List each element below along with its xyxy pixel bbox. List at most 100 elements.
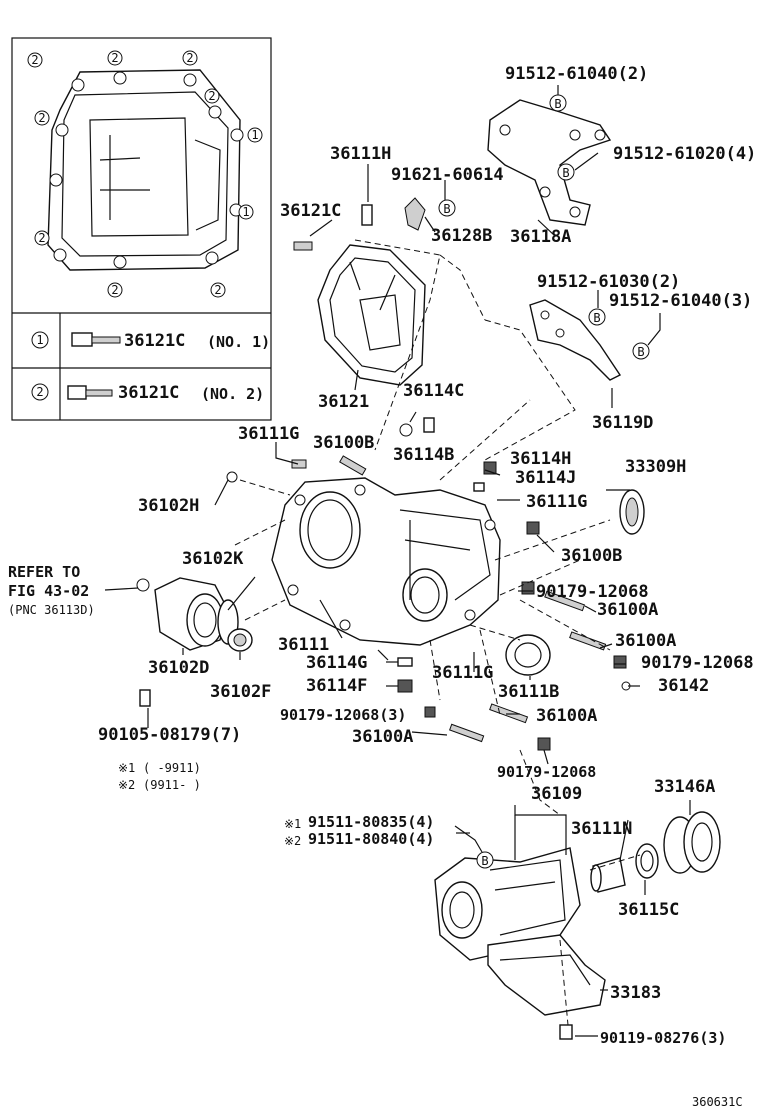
svg-text:※2: ※2 [284, 834, 301, 848]
cover-plate-drawing [47, 69, 244, 271]
callout-91512-61040-3: 91512-61040(3) [609, 291, 752, 311]
callout-33183: 33183 [610, 983, 661, 1003]
callout-91512-61020-4: 91512-61020(4) [613, 144, 756, 164]
callout-90179-12068-a: 90179-12068 [536, 582, 649, 602]
callout-36102K: 36102K [182, 549, 244, 569]
callout-36102F: 36102F [210, 682, 271, 702]
svg-text:36121C: 36121C [124, 331, 185, 351]
callout-33309H: 33309H [625, 457, 686, 477]
callout-36121: 36121 [318, 392, 369, 412]
extension-housing-36102D [136, 577, 253, 652]
callout-labels: 91512-61040(2) 91512-61020(4) 36111H 916… [98, 64, 756, 1047]
transfer-case-36111 [271, 477, 501, 646]
refer-note: REFER TO FIG 43-02 (PNC 36113D) [8, 563, 95, 617]
adaptor-36109 [434, 847, 606, 1016]
callout-36102H: 36102H [138, 496, 199, 516]
callout-36100A-a: 36100A [597, 600, 658, 620]
callout-36102D: 36102D [148, 658, 209, 678]
callout-36119D: 36119D [592, 413, 653, 433]
svg-text:B: B [481, 854, 488, 868]
sleeve-33146A [663, 811, 721, 874]
svg-text:1: 1 [36, 333, 43, 347]
svg-text:REFER TO: REFER TO [8, 563, 80, 581]
callout-36100B-top: 36100B [313, 433, 374, 453]
dashed-alignment-lines [234, 239, 641, 1026]
callout-91512-61030-2: 91512-61030(2) [537, 272, 680, 292]
date-notes: ※1 ( -9911) ※2 (9911- ) ※1 ※2 [118, 761, 301, 848]
leader-lines [104, 85, 691, 1037]
svg-text:2: 2 [31, 53, 38, 67]
svg-text:1: 1 [251, 128, 258, 142]
bracket-36119D [529, 299, 622, 381]
callout-36114J: 36114J [515, 468, 576, 488]
callout-36114C: 36114C [403, 381, 464, 401]
svg-text:2: 2 [111, 283, 118, 297]
legend-panel: 2 2 2 2 1 1 2 2 2 2 1 36121C (NO. 1) 2 3… [11, 37, 272, 421]
legend-row-1: 1 36121C (NO. 1) [31, 331, 270, 351]
svg-text:(NO. 1): (NO. 1) [207, 333, 270, 351]
callout-36128B: 36128B [431, 226, 492, 246]
callout-36142: 36142 [658, 676, 709, 696]
callout-91621-60614: 91621-60614 [391, 165, 504, 185]
svg-text:B: B [637, 345, 644, 359]
svg-text:B: B [562, 166, 569, 180]
callout-36111N: 36111N [571, 819, 632, 839]
callout-36115C: 36115C [618, 900, 679, 920]
svg-text:( -9911): ( -9911) [143, 761, 201, 775]
legend-row-2: 2 36121C (NO. 2) [31, 383, 264, 403]
small-hardware [139, 417, 631, 1040]
svg-text:B: B [554, 97, 561, 111]
svg-text:2: 2 [36, 385, 43, 399]
callout-90179-12068-3: 90179-12068(3) [280, 706, 406, 724]
callout-90119-08276-3: 90119-08276(3) [600, 1029, 726, 1047]
bearing-36115C [635, 843, 659, 879]
callout-36118A: 36118A [510, 227, 571, 247]
callout-90179-12068-c: 90179-12068 [497, 763, 596, 781]
svg-text:※1: ※1 [118, 761, 135, 775]
svg-text:(9911- ): (9911- ) [143, 778, 201, 792]
callout-36114B: 36114B [393, 445, 454, 465]
callout-36100A-b: 36100A [615, 631, 676, 651]
svg-text:2: 2 [38, 231, 45, 245]
callout-36100A-d: 36100A [352, 727, 413, 747]
rear-cover-36121 [293, 204, 426, 386]
svg-text:2: 2 [38, 111, 45, 125]
callout-36114H: 36114H [510, 449, 571, 469]
callout-33146A: 33146A [654, 777, 715, 797]
callout-36111G-top: 36111G [238, 424, 299, 444]
seal-33309H [619, 489, 645, 535]
svg-text:B: B [593, 311, 600, 325]
callout-36111G-bottom: 36111G [432, 663, 493, 683]
callout-90105-08179-7: 90105-08179(7) [98, 725, 241, 745]
callout-36100A-c: 36100A [536, 706, 597, 726]
bracket-36118A [487, 99, 612, 226]
diagram-code: 360631C [692, 1095, 743, 1109]
callout-36100B-right: 36100B [561, 546, 622, 566]
svg-text:2: 2 [186, 51, 193, 65]
svg-text:(PNC 36113D): (PNC 36113D) [8, 603, 95, 617]
callout-36121C: 36121C [280, 201, 341, 221]
callout-36111H: 36111H [330, 144, 391, 164]
callout-36111: 36111 [278, 635, 329, 655]
svg-text:FIG 43-02: FIG 43-02 [8, 582, 89, 600]
svg-text:※1: ※1 [284, 817, 301, 831]
bracket-36128B-shape [404, 197, 426, 231]
bearing-36111B [505, 634, 551, 676]
callout-36111B: 36111B [498, 682, 559, 702]
svg-text:2: 2 [208, 89, 215, 103]
svg-text:※2: ※2 [118, 778, 135, 792]
callout-91511-80835-4: 91511-80835(4) [308, 813, 434, 831]
callout-36111G-right: 36111G [526, 492, 587, 512]
svg-text:1: 1 [242, 205, 249, 219]
svg-text:B: B [443, 202, 450, 216]
callout-36109: 36109 [531, 784, 582, 804]
svg-text:2: 2 [214, 283, 221, 297]
callout-91511-80840-4: 91511-80840(4) [308, 830, 434, 848]
svg-text:36121C: 36121C [118, 383, 179, 403]
callout-36114G: 36114G [306, 653, 367, 673]
svg-text:(NO. 2): (NO. 2) [201, 385, 264, 403]
svg-text:2: 2 [111, 51, 118, 65]
bushing-36111N [590, 857, 626, 893]
callout-90179-12068-b: 90179-12068 [641, 653, 754, 673]
